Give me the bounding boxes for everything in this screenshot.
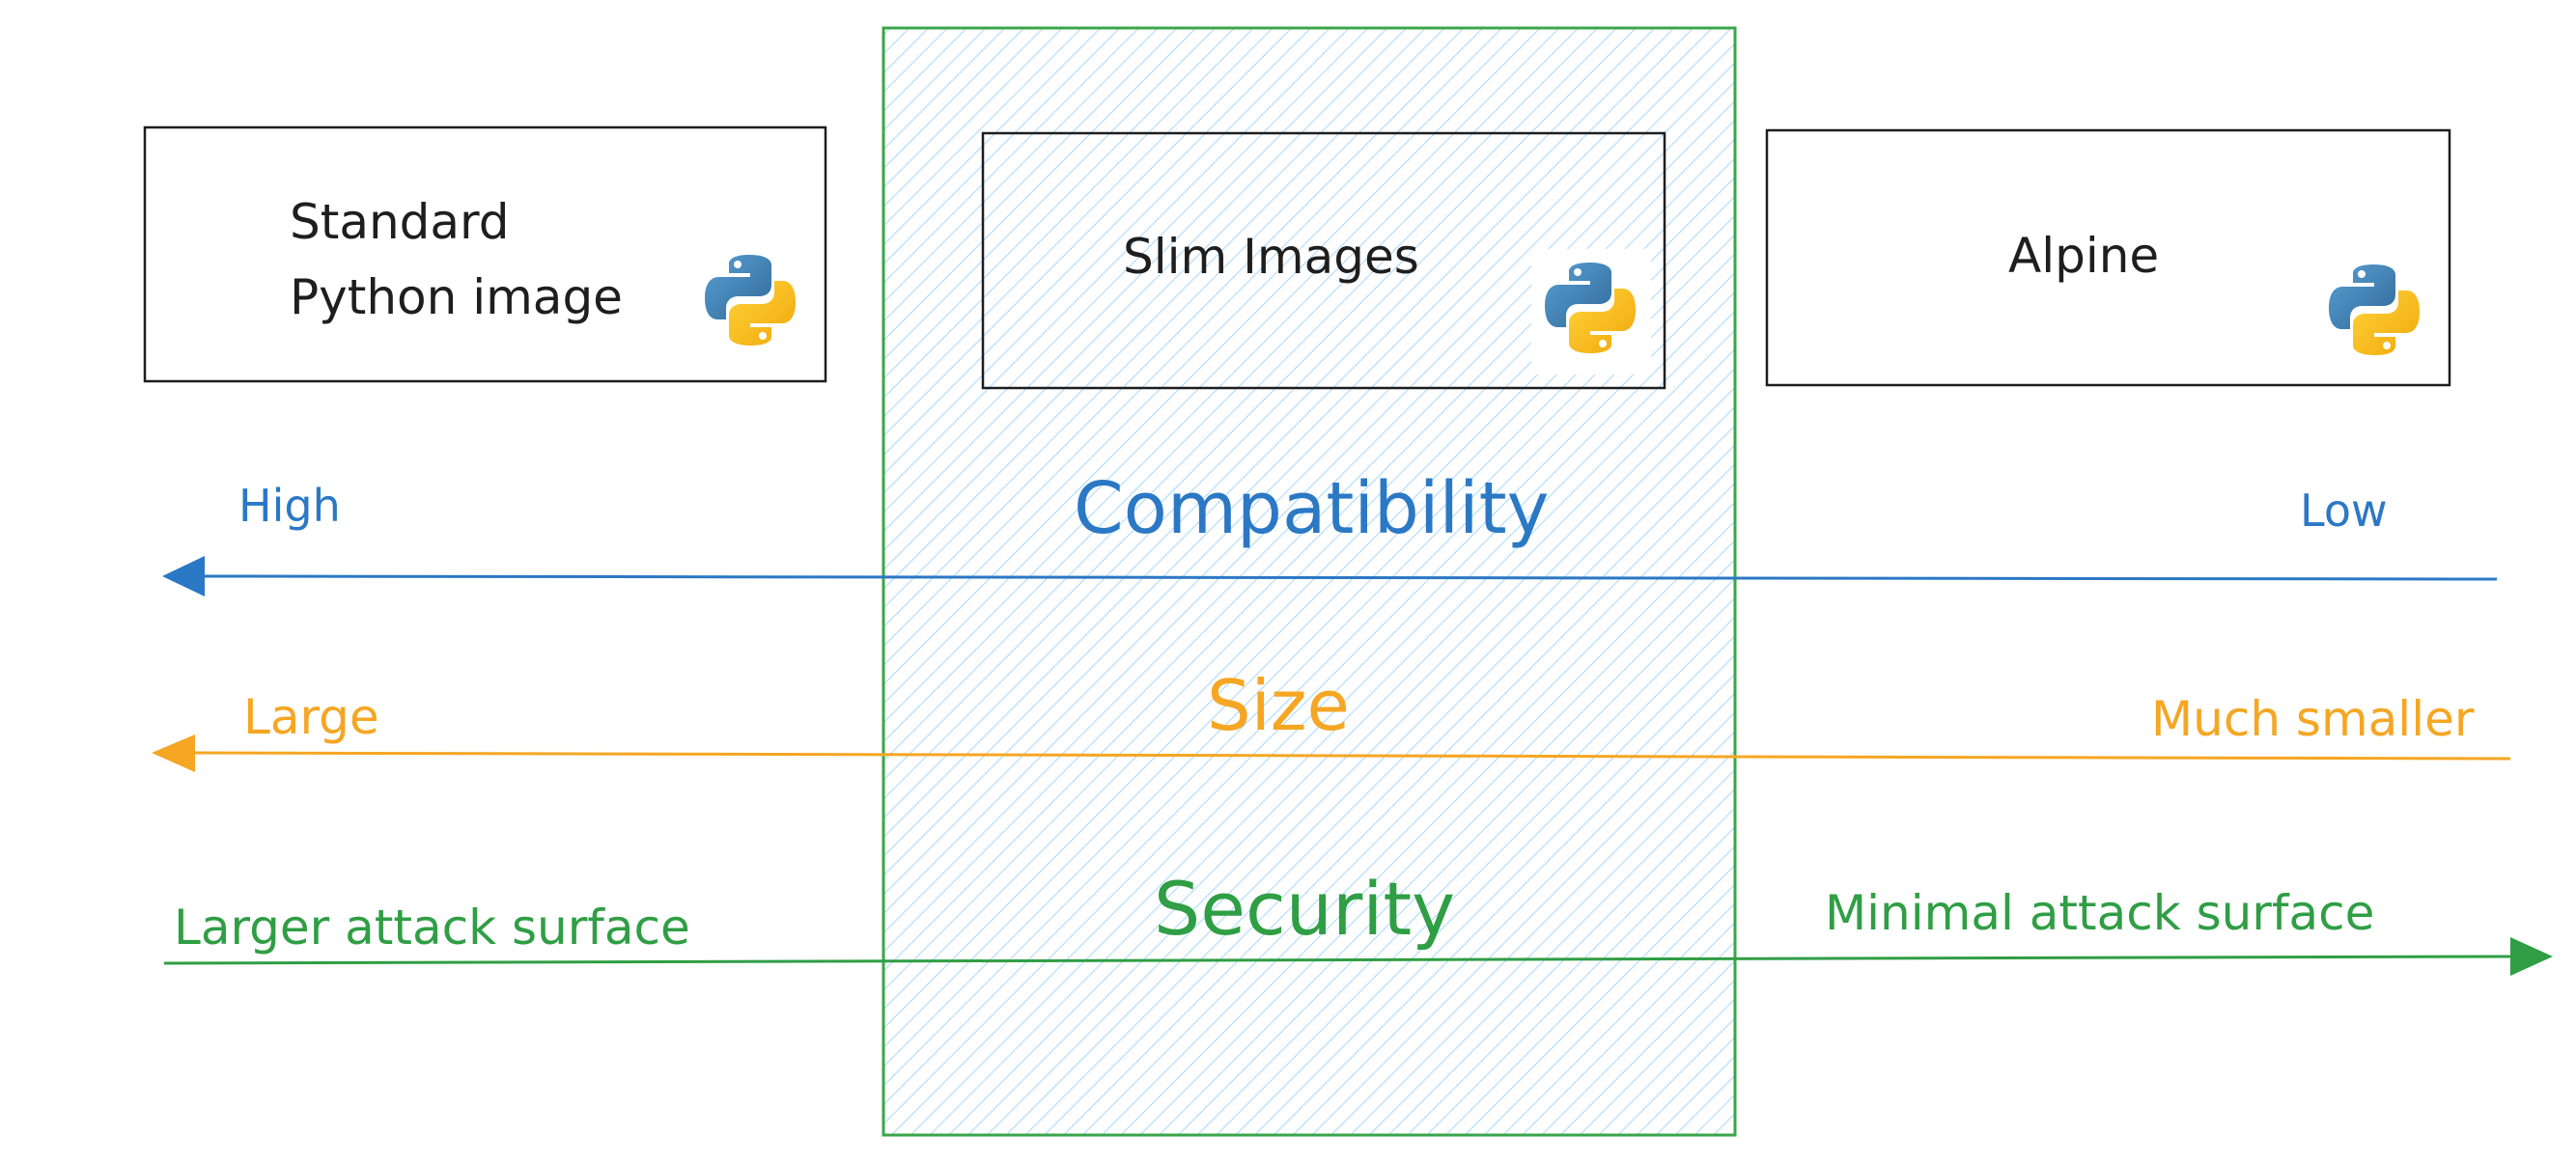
size-left-label: Large [243,689,379,745]
compatibility-right-label: Low [2300,485,2388,537]
security-axis: Larger attack surface Minimal attack sur… [163,866,2553,976]
standard-image-box: Standard Python image [143,125,827,383]
size-axis: Large Much smaller Size [152,665,2511,772]
slim-box-label: Slim Images [1123,229,1419,285]
slim-highlight-region [882,26,1737,1137]
size-title: Size [1207,665,1350,746]
security-right-label: Minimal attack surface [1825,885,2374,941]
compatibility-left-label: High [238,480,341,532]
security-title: Security [1154,866,1455,952]
alpine-image-box: Alpine [1765,128,2451,387]
slim-image-box: Slim Images [981,131,1666,390]
standard-box-line1: Standard [290,194,509,250]
security-left-label: Larger attack surface [174,900,690,956]
compatibility-title: Compatibility [1074,467,1549,550]
compatibility-axis: High Low Compatibility [162,467,2498,596]
standard-box-line2: Python image [290,269,623,325]
size-right-label: Much smaller [2151,691,2475,747]
alpine-box-label: Alpine [2008,228,2159,284]
